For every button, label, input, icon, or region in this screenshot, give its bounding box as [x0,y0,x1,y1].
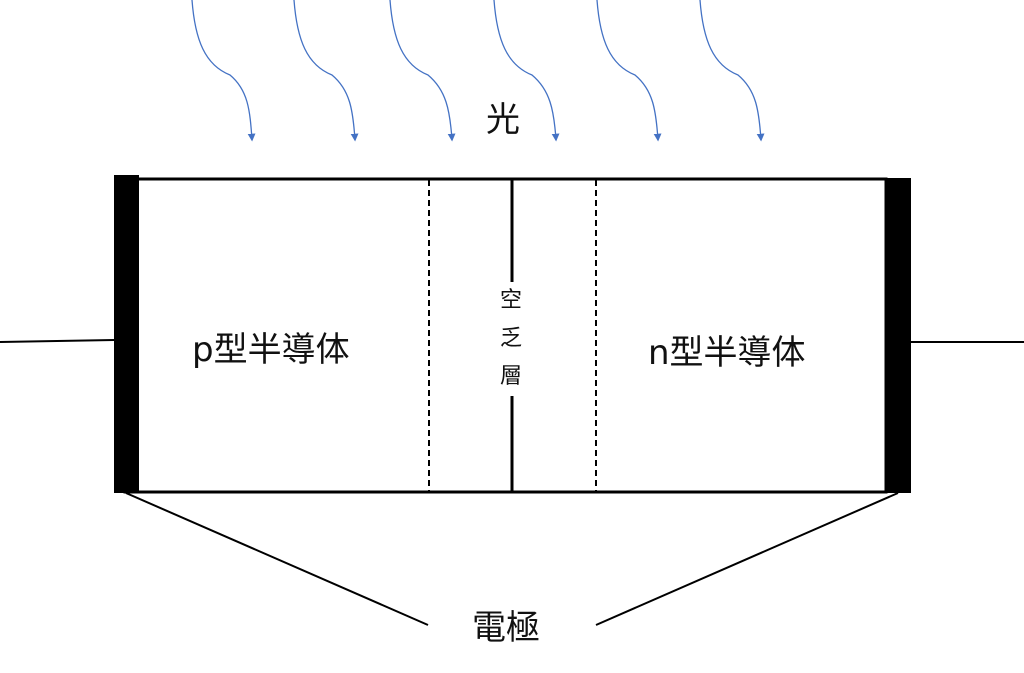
light-ray-icon [191,0,256,142]
depletion-layer-char: 乏 [499,326,522,351]
light-ray-icon [493,0,560,142]
light-ray-icon [293,0,359,142]
light-rays [191,0,765,142]
light-label: 光 [486,100,520,140]
light-ray-icon [389,0,456,142]
depletion-layer-label: 空 乏 層 [494,282,528,396]
electrode-left [114,175,139,493]
depletion-layer-char: 空 [499,288,522,313]
p-type-semiconductor-label: p型半導体 [192,330,350,370]
depletion-layer-char: 層 [499,364,522,389]
electrode-leader-left [125,492,429,626]
electrode-label: 電極 [472,608,540,648]
n-type-semiconductor-label: n型半導体 [648,333,806,373]
electrode-right [886,178,911,493]
electrode-leader-right [595,492,899,626]
light-ray-icon [699,0,765,142]
light-ray-icon [596,0,662,142]
lead-wire-left [0,339,115,343]
